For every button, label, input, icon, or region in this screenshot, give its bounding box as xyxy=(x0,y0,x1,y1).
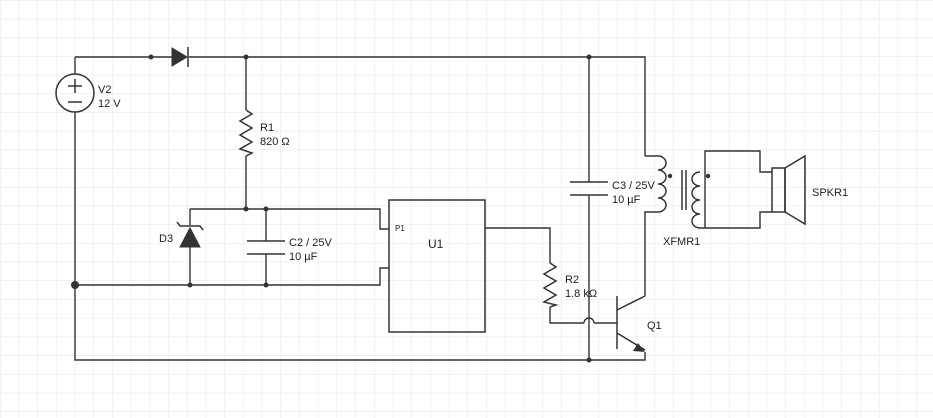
spkr1-name-label: SPKR1 xyxy=(812,187,848,199)
r1-value-label: 820 Ω xyxy=(260,136,290,148)
junction-dot xyxy=(243,206,249,212)
junction-dot xyxy=(148,54,154,60)
c3-name-label: C3 / 25V xyxy=(612,180,655,192)
voltage-source-v2[interactable] xyxy=(55,73,95,113)
u1-pin-label: P1 xyxy=(395,224,405,233)
zener-diode-d3[interactable] xyxy=(176,221,204,248)
xfmr1-name-label: XFMR1 xyxy=(663,236,700,248)
d3-name-label: D3 xyxy=(159,233,173,245)
junction-dot xyxy=(71,281,79,289)
c2-name-label: C2 / 25V xyxy=(289,237,332,249)
capacitor-c2[interactable] xyxy=(247,240,285,255)
speaker-spkr1[interactable] xyxy=(771,154,806,226)
ic-u1[interactable] xyxy=(388,199,486,333)
q1-name-label: Q1 xyxy=(647,320,662,332)
resistor-r1[interactable] xyxy=(238,109,254,157)
junction-dot xyxy=(263,282,269,288)
r1-name-label: R1 xyxy=(260,122,274,134)
capacitor-c3[interactable] xyxy=(570,181,608,196)
junction-dot xyxy=(586,357,592,363)
junction-dot xyxy=(586,54,592,60)
transistor-q1[interactable] xyxy=(616,295,646,352)
diode-top[interactable] xyxy=(171,47,189,67)
resistor-r2[interactable] xyxy=(542,262,559,308)
u1-name-label: U1 xyxy=(428,237,444,251)
c3-value-label: 10 µF xyxy=(612,194,641,206)
r2-name-label: R2 xyxy=(565,274,579,286)
junction-dot xyxy=(187,282,193,288)
junction-dot xyxy=(263,206,269,212)
r2-value-label: 1.8 kΩ xyxy=(565,288,597,300)
c2-value-label: 10 µF xyxy=(289,251,318,263)
wires xyxy=(74,56,772,361)
junctions xyxy=(71,54,592,363)
transformer-xfmr1[interactable] xyxy=(644,155,711,229)
v2-name-label: V2 xyxy=(98,84,111,96)
junction-dot xyxy=(243,54,249,60)
v2-value-label: 12 V xyxy=(98,98,121,110)
